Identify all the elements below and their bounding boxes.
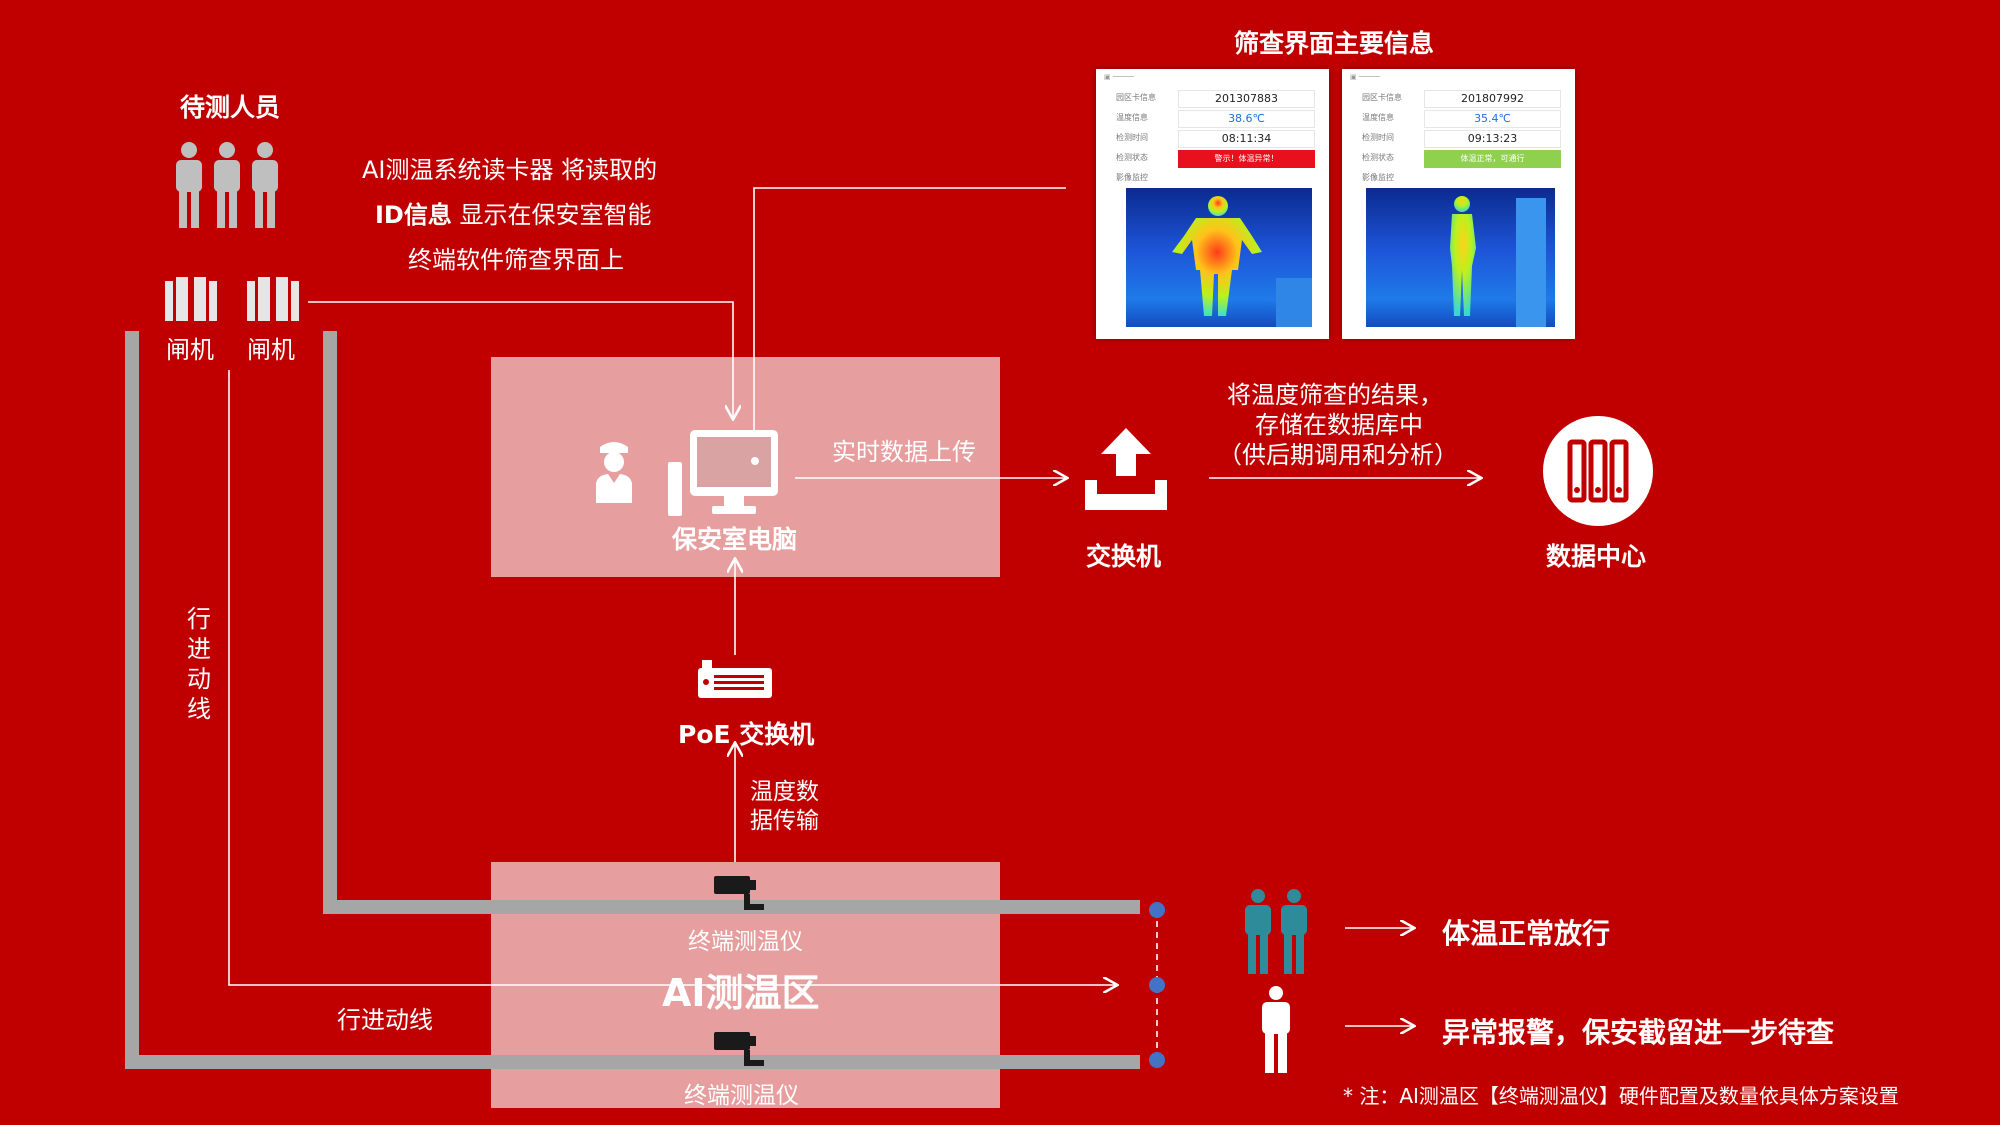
walk-path-char: 线 [187, 695, 211, 723]
person-title: 待测人员 [180, 93, 281, 122]
walk-path-line [228, 370, 1116, 985]
gate-label-1: 闸机 [166, 336, 214, 364]
walk-path-rail-inner-vertical [323, 331, 337, 914]
security-pc-label: 保安室电脑 [672, 525, 798, 554]
storage-text-line3: （供后期调用和分析） [1218, 441, 1458, 469]
storage-text-line1: 将温度筛查的结果， [1227, 381, 1443, 409]
row-key: 检测时间 [1116, 133, 1148, 142]
ai-zone-label: AI测温区 [662, 971, 820, 1015]
id-info-highlight: ID信息 [375, 201, 452, 229]
realtime-upload-label: 实时数据上传 [832, 438, 976, 466]
thermal-camera-icon [714, 1032, 764, 1066]
row-key: 温度信息 [1362, 113, 1394, 122]
status-badge: 体温正常，可通行 [1424, 150, 1561, 168]
row-value: 35.4℃ [1424, 110, 1561, 128]
gate-label-2: 闸机 [247, 336, 295, 364]
path-node-middle [1149, 977, 1165, 993]
gate-to-pc-line [308, 301, 733, 418]
terminal-label-top: 终端测温仪 [688, 929, 803, 955]
row-value: 09:13:23 [1424, 130, 1561, 148]
panel-row: 检测状态 警示！体温异常！ [1116, 150, 1315, 168]
walk-path-char: 行 [187, 605, 211, 633]
terminal-label-bottom: 终端测温仪 [684, 1083, 799, 1109]
panel-row: 温度信息 38.6℃ [1116, 110, 1315, 128]
row-value: 201807992 [1424, 90, 1561, 108]
abnormal-person-icon [1262, 986, 1290, 1073]
card-reader-text-line2: ID信息 显示在保安室智能 [375, 195, 652, 230]
person-group-icon [176, 142, 278, 228]
path-node-bottom [1149, 1052, 1165, 1068]
network-switch-icon [1085, 428, 1167, 510]
datacenter-label: 数据中心 [1546, 542, 1647, 571]
panel-row: 检测状态 体温正常，可通行 [1362, 150, 1561, 168]
poe-switch-icon [698, 660, 772, 698]
thermal-image-normal [1366, 188, 1555, 327]
panel-row: 影像监控 [1362, 170, 1561, 186]
walk-path-char: 动 [187, 665, 211, 693]
walk-path-vertical-label: 行 进 动 线 [184, 604, 214, 724]
panel-row: 温度信息 35.4℃ [1362, 110, 1561, 128]
walk-path-rail-inner-bottom [323, 900, 1140, 914]
status-badge: 警示！体温异常！ [1178, 150, 1315, 168]
panel-row: 检测时间 09:13:23 [1362, 130, 1561, 148]
panel-row: 影像监控 [1116, 170, 1315, 186]
walk-path-rail-outer-vertical [125, 331, 139, 1068]
thermal-camera-icon [714, 876, 764, 910]
gate-icon [165, 277, 217, 321]
row-key: 影像监控 [1116, 173, 1148, 182]
walk-path-horizontal-label: 行进动线 [337, 1006, 433, 1034]
result-normal: 体温正常放行 [1442, 917, 1611, 950]
panel-row: 园区卡信息 201807992 [1362, 90, 1561, 108]
data-center-icon [1543, 416, 1653, 526]
panel-row: 检测时间 08:11:34 [1116, 130, 1315, 148]
panel-logo: ▣ ───── [1350, 73, 1380, 81]
row-key: 园区卡信息 [1362, 93, 1402, 102]
row-key: 检测状态 [1116, 153, 1148, 162]
screening-panel-alarm: ▣ ───── 园区卡信息 201307883 温度信息 38.6℃ 检测时间 08:… [1096, 69, 1329, 339]
card-reader-text-line3: 终端软件筛查界面上 [408, 246, 624, 274]
switch-label: 交换机 [1086, 542, 1162, 571]
thermal-image-alarm [1126, 188, 1312, 327]
row-value: 38.6℃ [1178, 110, 1315, 128]
walk-path-char: 进 [187, 635, 211, 663]
thermal-figure-icon [1450, 196, 1546, 327]
thermal-figure-icon [1172, 196, 1312, 327]
row-key: 温度信息 [1116, 113, 1148, 122]
card-reader-text-line2-rest: 显示在保安室智能 [451, 201, 652, 229]
path-node-top [1149, 902, 1165, 918]
storage-text-line2: 存储在数据库中 [1255, 411, 1423, 439]
screen-to-pc-line [753, 187, 1066, 436]
row-key: 园区卡信息 [1116, 93, 1156, 102]
screen-info-title: 筛查界面主要信息 [1234, 29, 1435, 58]
poe-switch-label: PoE 交换机 [678, 720, 815, 749]
panel-logo: ▣ ───── [1104, 73, 1134, 81]
security-guard-icon [596, 442, 632, 503]
temp-transfer-line2: 据传输 [750, 808, 819, 834]
panel-row: 园区卡信息 201307883 [1116, 90, 1315, 108]
card-reader-text-line1: AI测温系统读卡器 将读取的 [362, 156, 658, 184]
row-key: 影像监控 [1362, 173, 1394, 182]
gate-icon [247, 277, 299, 321]
footnote: * 注：AI测温区【终端测温仪】硬件配置及数量依具体方案设置 [1343, 1084, 1899, 1108]
normal-people-icon [1245, 889, 1307, 974]
screening-panel-normal: ▣ ───── 园区卡信息 201807992 温度信息 35.4℃ 检测时间 09:… [1342, 69, 1575, 339]
row-value: 08:11:34 [1178, 130, 1315, 148]
row-key: 检测时间 [1362, 133, 1394, 142]
temp-transfer-line1: 温度数 [750, 779, 819, 805]
row-key: 检测状态 [1362, 153, 1394, 162]
row-value: 201307883 [1178, 90, 1315, 108]
result-abnormal: 异常报警，保安截留进一步待查 [1442, 1016, 1835, 1049]
computer-icon [668, 430, 778, 516]
walk-path-rail-outer-bottom [125, 1055, 1140, 1069]
